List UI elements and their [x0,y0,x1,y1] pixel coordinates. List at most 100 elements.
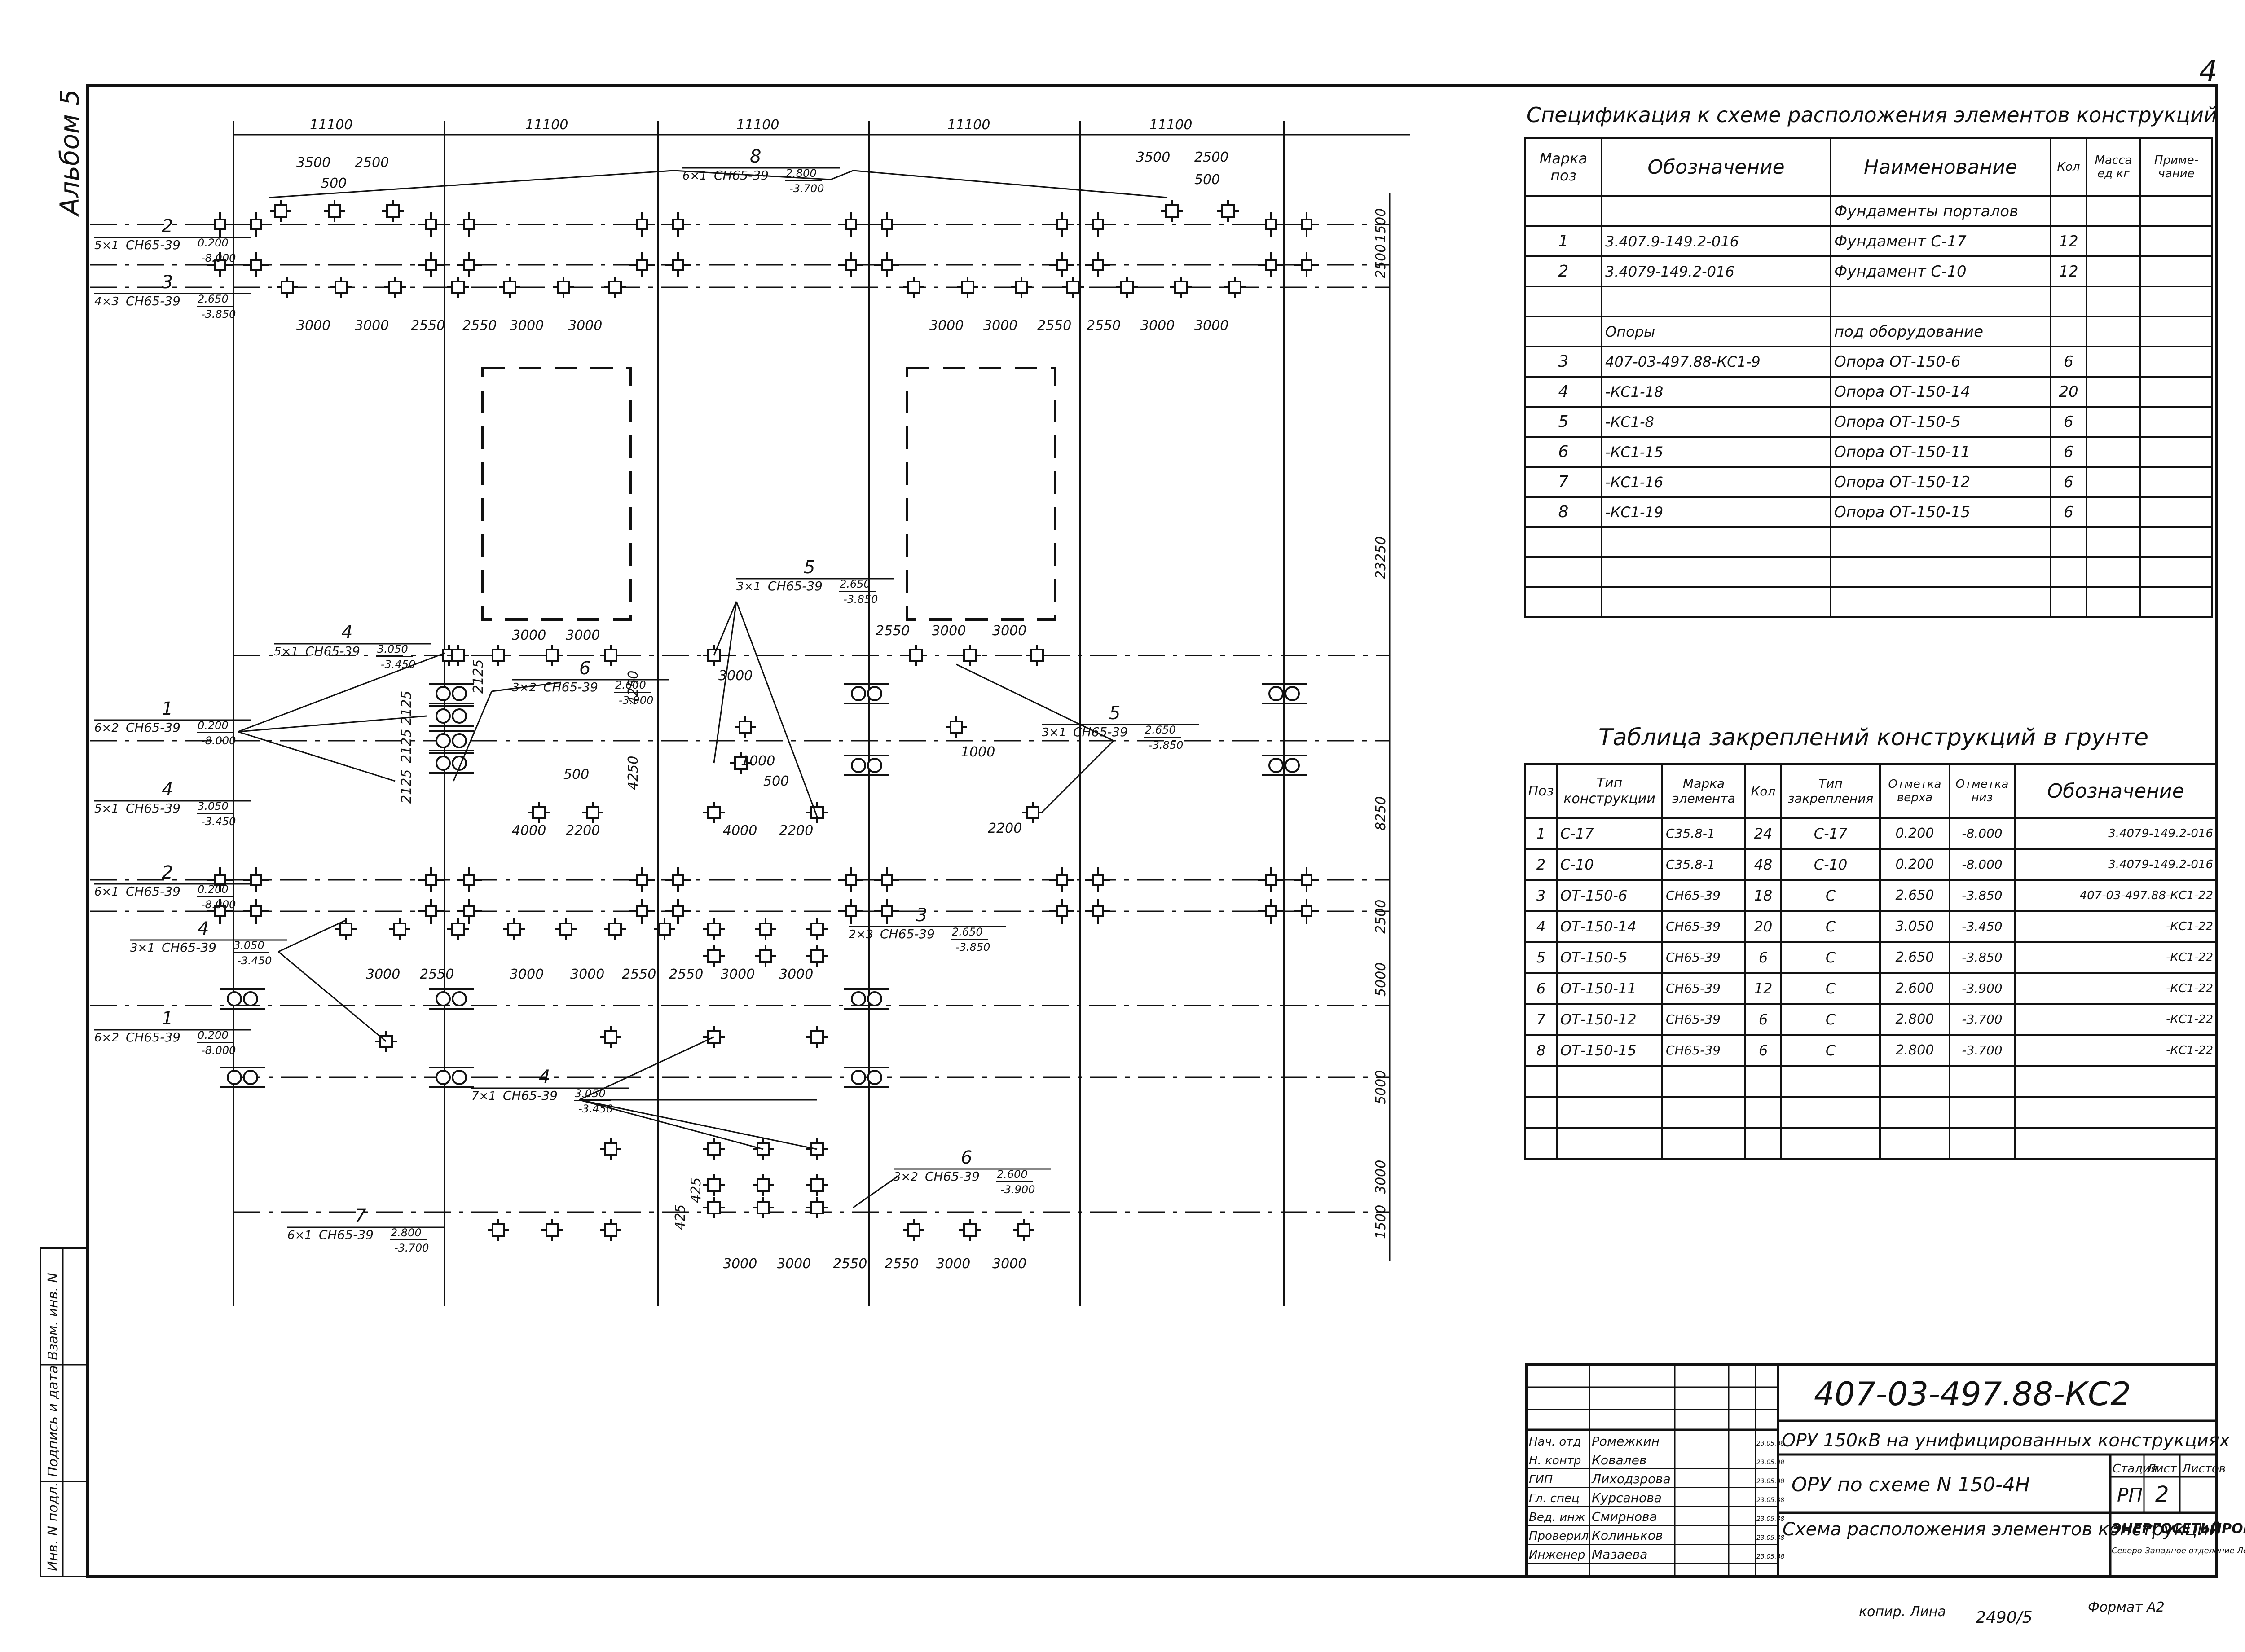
callout-elev-top: 2.650 [1145,724,1176,736]
support-mark [753,1174,774,1196]
table-cell [2139,346,2213,378]
table-cell: 3.4079-149.2-016 [1601,255,1831,287]
callout-elev-top: 2.650 [952,926,983,938]
table-cell: С-17 [1556,817,1663,850]
support-mark [604,918,626,940]
callout-mark: СН65-39 [319,1227,374,1242]
callout-mark: СН65-39 [126,801,180,816]
support-mark [903,277,924,298]
support-mark [1011,277,1032,298]
support-mark [447,918,469,940]
spec-table: Марка поз Обозначение Наименование Кол М… [1524,137,2213,618]
table-cell [2086,586,2141,618]
table-cell [2086,316,2141,347]
support-mark [755,918,776,940]
stamp-date: 23.05.88 [1756,1459,1784,1466]
support-mark [541,1219,563,1241]
table-cell [1601,526,1831,558]
support-mark [1022,802,1043,823]
foundation-mark [1049,252,1074,277]
foundation-mark [1258,899,1283,924]
stamp-date: 23.05.88 [1756,1516,1784,1523]
support-mark [654,918,675,940]
table-cell: Опора ОТ-150-5 [1830,406,2051,438]
stamp-role: Инженер [1529,1548,1585,1562]
support-mark [488,1219,509,1241]
callout-mark: СН65-39 [714,168,769,183]
table-cell [1601,195,1831,227]
table-cell [1780,1096,1881,1129]
table-cell [1830,526,2051,558]
support-mark [755,945,776,967]
table-cell [1879,1065,1950,1098]
table-cell: Фундаменты порталов [1830,195,2051,227]
support-mark [1161,200,1183,222]
table-cell [2086,466,2141,498]
table-cell: 4 [1524,376,1602,408]
foundation-mark [418,212,444,237]
support-mark [503,918,525,940]
dim-bot-4: 2550 [885,1256,919,1272]
double-support-mark [844,1067,889,1088]
table-cell [1780,1065,1881,1098]
horizontal-axes [90,224,1390,1213]
table-cell [2139,586,2213,618]
leader-lines [238,170,1168,1208]
table-cell: ОТ-150-11 [1556,972,1663,1005]
table-cell: Опора ОТ-150-11 [1830,436,2051,468]
support-mark [703,945,725,967]
dim-m4000: 4000 [512,823,546,839]
table-cell: С [1780,910,1881,943]
table-cell [1949,1065,2016,1098]
table-cell [1830,556,2051,588]
callout-count: 6×1 [682,169,707,183]
dim-r1b-4: 2550 [1087,318,1121,334]
table-cell [2139,225,2213,257]
table-row [1524,556,2213,588]
right-dim-8: 3000 [1373,1160,1389,1194]
table-cell [1601,286,1831,317]
table-cell: Опора ОТ-150-6 [1830,346,2051,378]
stamp-date: 23.05.88 [1756,1553,1784,1560]
callout-mark: СН65-39 [925,1169,980,1184]
table-cell: 3 [1524,879,1558,912]
callout-number: 1 [162,699,173,719]
table-cell [2050,316,2087,347]
callout-elev-top: 3.050 [377,643,408,655]
table-row [1524,1065,2218,1098]
callout-elev-top: 0.200 [198,883,229,896]
table-cell: 1 [1524,817,1558,850]
anchor-h-7: Обозначение [2014,763,2218,819]
callout-number: 3 [916,905,927,926]
right-dim-9: 1500 [1373,1205,1389,1239]
table-cell [2014,1096,2218,1129]
stamp-role: Проверил [1529,1529,1589,1543]
foundation-mark [243,252,269,277]
table-cell: -КС1-22 [2014,1034,2218,1067]
table-cell [1744,1065,1782,1098]
support-mark [600,1219,621,1241]
table-cell: СН65-39 [1661,1034,1746,1067]
table-cell [2086,556,2141,588]
callout-elev-top: 2.600 [997,1168,1028,1181]
foundation-mark [1049,867,1074,892]
callout-number: 5 [1109,703,1120,724]
table-cell: 8 [1524,496,1602,528]
callout-number: 5 [804,557,815,578]
stamp-name: Курсанова [1592,1490,1662,1505]
dim-r1-5: 3000 [510,318,544,334]
table-cell: -КС1-22 [2014,910,2218,943]
title-block [1525,1363,2218,1578]
table-cell [1879,1096,1950,1129]
foundation-mark [457,212,482,237]
double-support-mark [220,988,265,1010]
sheet-frame [86,84,2218,1578]
table-cell: СН65-39 [1661,941,1746,974]
table-cell: -8.000 [1949,848,2016,881]
table-cell: 8 [1524,1034,1558,1067]
foundation-marks [207,200,1319,1241]
